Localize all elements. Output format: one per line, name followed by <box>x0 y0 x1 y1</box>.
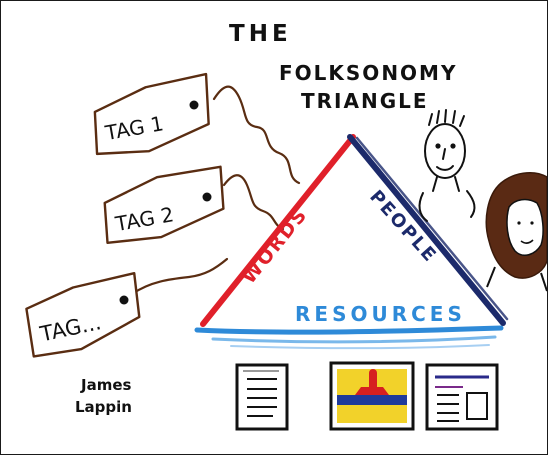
tag-2-outline <box>103 165 225 245</box>
title-line-3: TRIANGLE <box>301 89 429 113</box>
triangle-side-people-shadow <box>355 136 509 321</box>
tag-1: TAG 1 <box>93 72 210 156</box>
text-document-icon <box>235 363 289 431</box>
tag-1-hole <box>189 100 199 110</box>
tag-1-outline <box>93 72 210 156</box>
triangle-base-resources <box>194 325 504 335</box>
resources-label: RESOURCES <box>295 302 466 326</box>
tag-2-hole <box>202 192 212 202</box>
long-haired-person-icon <box>485 171 547 292</box>
words-label: WORDS <box>238 203 312 288</box>
title-line-2: FOLKSONOMY <box>279 61 457 85</box>
triangle-base-underline-2 <box>230 344 490 350</box>
picture-document-icon <box>329 361 415 431</box>
tag-3-outline <box>25 271 141 358</box>
title: THE FOLKSONOMY TRIANGLE <box>229 21 457 113</box>
folksonomy-triangle <box>194 134 509 350</box>
triangle-base-underline-1 <box>211 335 497 344</box>
tag-3: TAG... <box>25 271 141 358</box>
tag-2-string <box>222 174 285 231</box>
tag-1-string <box>212 85 301 185</box>
author-last-name: Lappin <box>75 398 132 416</box>
triangle-side-words <box>200 134 356 327</box>
tag-2: TAG 2 <box>103 165 225 245</box>
stick-person-icon <box>418 109 476 222</box>
author-signature: James Lappin <box>75 376 132 416</box>
tag-3-string <box>130 257 229 296</box>
tag-3-hole <box>119 295 129 305</box>
triangle-side-people <box>347 134 506 326</box>
title-line-1: THE <box>229 21 292 47</box>
web-page-document-icon <box>425 363 499 431</box>
tag-strings <box>130 85 301 296</box>
author-first-name: James <box>80 376 132 394</box>
